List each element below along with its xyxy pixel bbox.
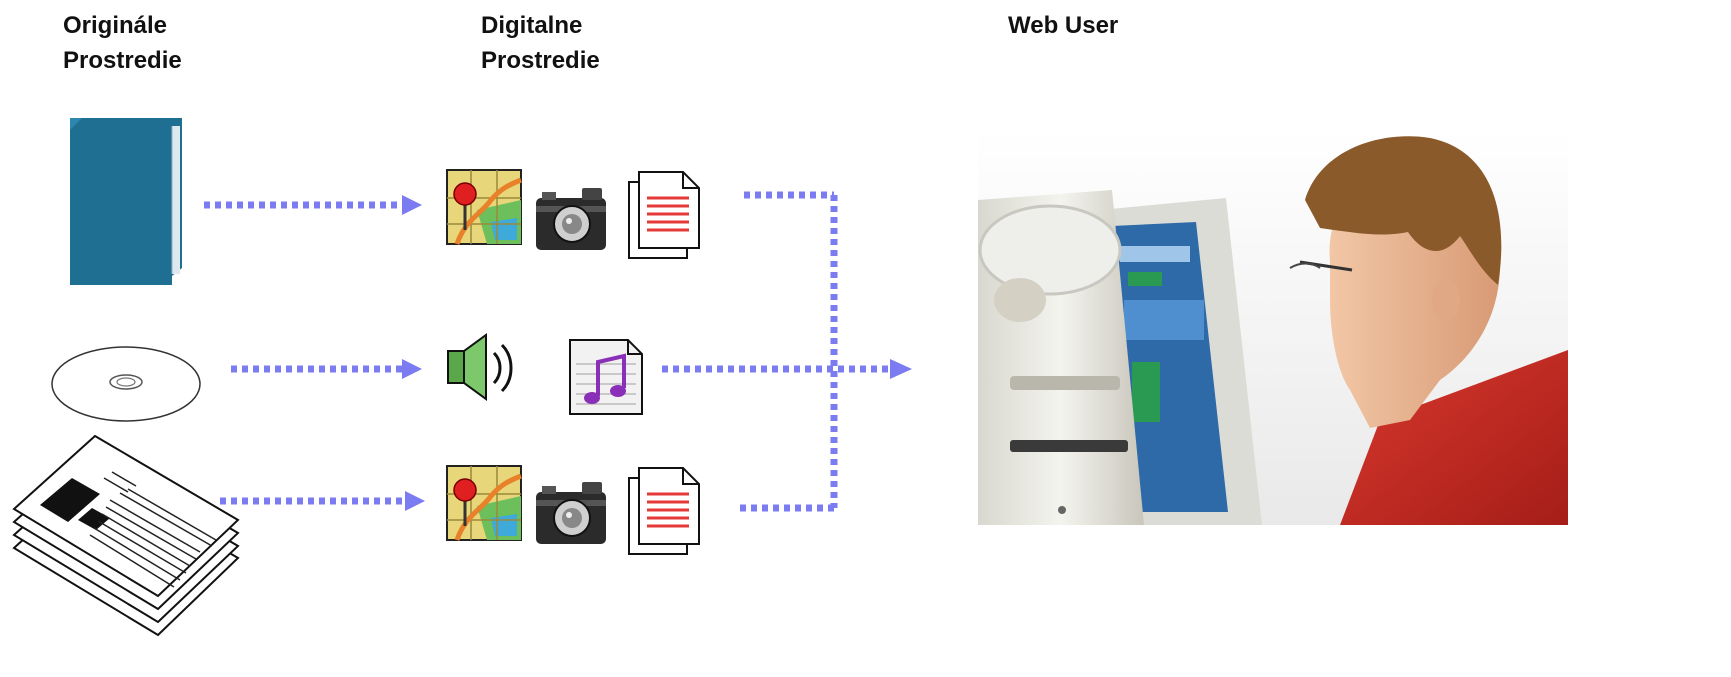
arrow-newspaper-to-digital	[220, 491, 425, 511]
arrow-disc-to-digital	[231, 359, 422, 379]
music-document-icon	[569, 339, 643, 415]
merge-connector	[740, 191, 838, 512]
arrow-book-to-digital	[204, 195, 422, 215]
book-icon	[70, 118, 182, 285]
heading-digital-environment: Digitalne Prostredie	[481, 12, 600, 74]
newspaper-stack-icon	[12, 434, 240, 637]
web-user-photo	[978, 128, 1568, 525]
map-icon	[446, 169, 522, 245]
heading-web-user: Web User	[1008, 12, 1119, 39]
cd-disc-icon	[51, 346, 201, 422]
map-icon	[446, 465, 522, 541]
document-icon	[628, 171, 700, 259]
camera-icon	[536, 482, 606, 544]
speaker-icon	[447, 333, 513, 401]
document-icon	[628, 467, 700, 555]
camera-icon	[536, 188, 606, 250]
arrow-digital-to-web-user	[662, 359, 912, 379]
heading-original-environment: Originále Prostredie	[63, 12, 182, 74]
